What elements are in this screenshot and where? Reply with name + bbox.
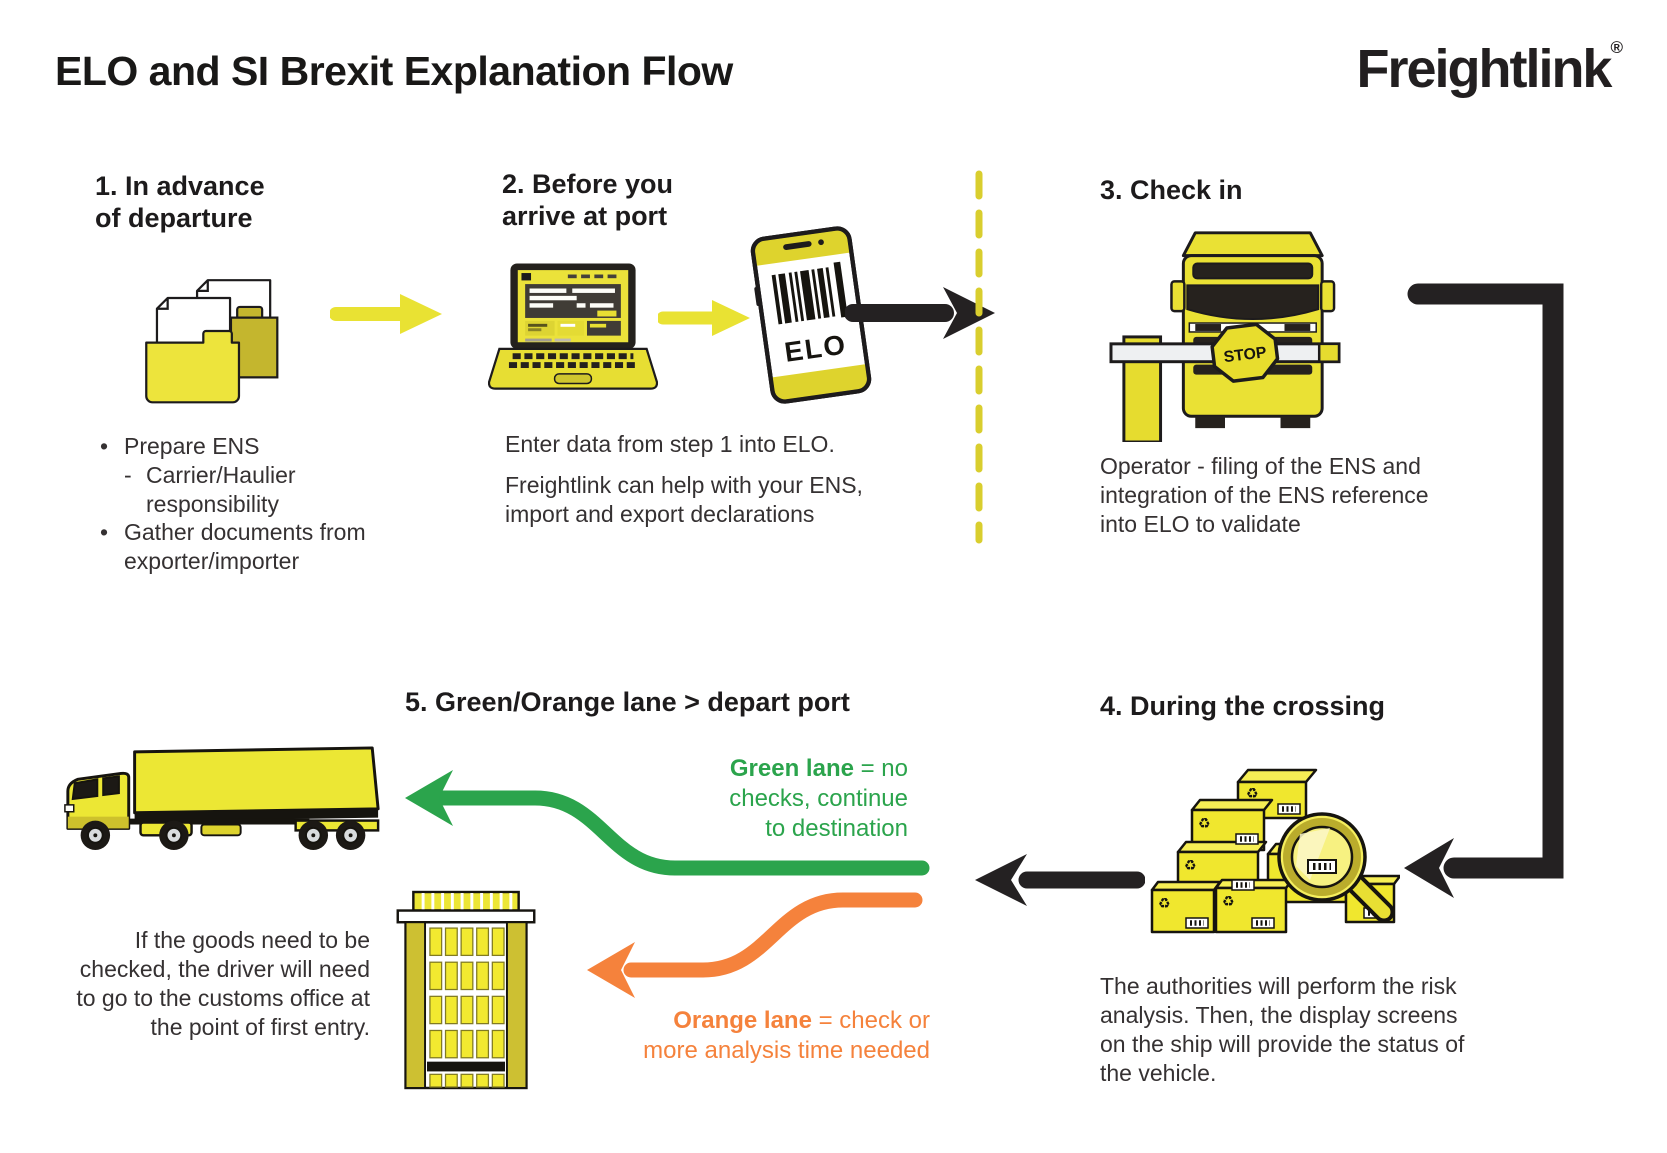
lorry-side-icon — [64, 746, 380, 851]
list-subitem: -Carrier/Haulier responsibility — [124, 461, 432, 519]
list-item: • Prepare ENS — [100, 432, 432, 461]
registered-mark: ® — [1610, 38, 1623, 57]
list-item-text: Carrier/Haulier responsibility — [146, 461, 296, 517]
stage-divider-dashed — [975, 170, 983, 544]
step3-heading: 3. Check in — [1100, 175, 1243, 205]
flow-arrow-step2-icon — [658, 300, 750, 336]
recycle-icon: ♻ — [1158, 896, 1171, 912]
brand-logo-text: Freightlink — [1356, 39, 1612, 99]
cargo-boxes-magnifier-icon: ♻ ♻ ♻ ♻ ♻ — [1150, 768, 1400, 934]
step5-heading: 5. Green/Orange lane > depart port — [405, 687, 850, 717]
flow-arrow-step3-icon — [845, 287, 995, 339]
list-item: • Gather documents from exporter/importer — [100, 518, 432, 576]
step1-heading: 1. In advance of departure — [95, 171, 265, 234]
step2-para1: Enter data from step 1 into ELO. — [505, 431, 835, 457]
step3-para: Operator - filing of the ENS and integra… — [1100, 453, 1429, 537]
step4-para: The authorities will perform the risk an… — [1100, 973, 1465, 1086]
bullet-marker: • — [100, 519, 109, 546]
green-lane-arrow-icon — [405, 770, 930, 876]
flow-arrow-step1-icon — [330, 294, 442, 334]
step3-notes: Operator - filing of the ENS and integra… — [1100, 452, 1448, 551]
step2-para2: Freightlink can help with your ENS, impo… — [505, 471, 863, 527]
flow-connector-step4-icon — [1404, 283, 1564, 898]
orange-lane-label: Orange lane — [673, 1007, 812, 1034]
stop-sign-text: STOP — [1223, 344, 1268, 366]
brand-logo: Freightlink® — [1356, 38, 1623, 100]
wheels — [80, 820, 366, 851]
checkin-truck-barrier-icon: STOP — [1109, 231, 1341, 442]
laptop-booking-icon — [488, 263, 658, 390]
green-lane-line1: Green lane = no — [729, 755, 908, 782]
step4-notes: The authorities will perform the risk an… — [1100, 972, 1472, 1100]
recycle-icon: ♻ — [1222, 894, 1235, 910]
green-lane-note: Green lane = no checks, continue to dest… — [640, 754, 908, 844]
list-item-text: Gather documents from exporter/importer — [124, 519, 366, 574]
step4-heading: 4. During the crossing — [1100, 691, 1386, 721]
page-title: ELO and SI Brexit Explanation Flow — [55, 48, 733, 94]
recycle-icon: ♻ — [1246, 786, 1259, 802]
orange-lane-note: Orange lane = check or more analysis tim… — [555, 1006, 930, 1066]
step2-heading: 2. Before you arrive at port — [502, 169, 674, 232]
orange-lane-line1: Orange lane = check or — [673, 1007, 930, 1034]
stop-sign: STOP — [1210, 322, 1280, 383]
magnifier-icon — [1277, 812, 1395, 923]
step1-notes: • Prepare ENS -Carrier/Haulier responsibi… — [100, 432, 432, 576]
step2-notes: Enter data from step 1 into ELO. Freight… — [505, 430, 893, 541]
list-item-text: Prepare ENS — [124, 433, 260, 459]
orange-lane-arrow-icon — [587, 892, 923, 998]
green-lane-label: Green lane — [729, 755, 854, 782]
flow-arrow-step5-icon — [975, 854, 1145, 906]
folder-documents-icon — [145, 279, 279, 404]
recycle-icon: ♻ — [1198, 816, 1211, 832]
bullet-marker: • — [100, 433, 109, 459]
customs-note: If the goods need to be checked, the dri… — [76, 927, 370, 1040]
customs-building-icon — [396, 890, 536, 1090]
dash-marker: - — [124, 461, 132, 488]
recycle-icon: ♻ — [1184, 858, 1197, 874]
